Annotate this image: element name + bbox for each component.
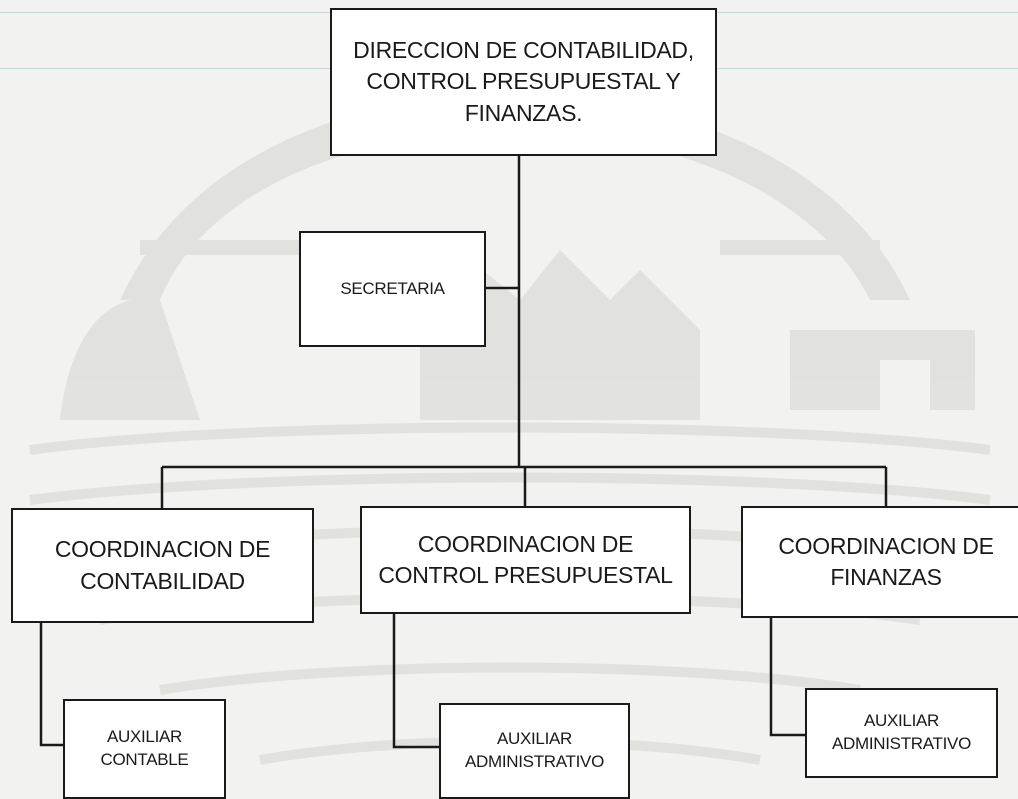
head-box: DIRECCION DE CONTABILIDAD, CONTROL PRESU… (330, 8, 717, 156)
connector-assistant-administrativo-2 (769, 616, 806, 737)
assistant-label: CONTABLE (100, 750, 189, 769)
head-title-line: FINANZAS. (464, 99, 583, 126)
coordination-label: CONTROL PRESUPUESTAL (378, 562, 673, 588)
coordination-box-contabilidad: COORDINACION DE CONTABILIDAD (11, 508, 314, 623)
secretary-box: SECRETARIA (299, 231, 486, 347)
coordination-label: COORDINACION DE (54, 536, 271, 563)
coordination-box-finanzas: COORDINACION DE FINANZAS (741, 506, 1018, 618)
coordination-label: COORDINACION DE (417, 530, 634, 557)
head-title-line: CONTROL PRESUPUESTAL Y (366, 68, 681, 95)
assistant-box-contable: AUXILIAR CONTABLE (63, 699, 226, 799)
assistant-box-administrativo: AUXILIAR ADMINISTRATIVO (805, 688, 998, 778)
coordination-label: CONTABILIDAD (80, 567, 245, 594)
head-title-line: DIRECCION DE CONTABILIDAD, (353, 37, 694, 64)
connector-assistant-contable (39, 622, 64, 747)
assistant-label: AUXILIAR (496, 729, 573, 749)
coordination-label: FINANZAS (830, 564, 942, 590)
secretary-label: SECRETARIA (340, 278, 445, 298)
assistant-label: AUXILIAR (106, 727, 183, 747)
connector-assistant-administrativo-1 (392, 612, 440, 749)
coordination-box-presupuestal: COORDINACION DE CONTROL PRESUPUESTAL (360, 506, 691, 614)
coordination-label: COORDINACION DE (778, 532, 994, 559)
assistant-label: ADMINISTRATIVO (464, 752, 605, 771)
assistant-box-administrativo: AUXILIAR ADMINISTRATIVO (439, 703, 630, 799)
assistant-label: AUXILIAR (863, 711, 940, 731)
assistant-label: ADMINISTRATIVO (831, 734, 972, 753)
